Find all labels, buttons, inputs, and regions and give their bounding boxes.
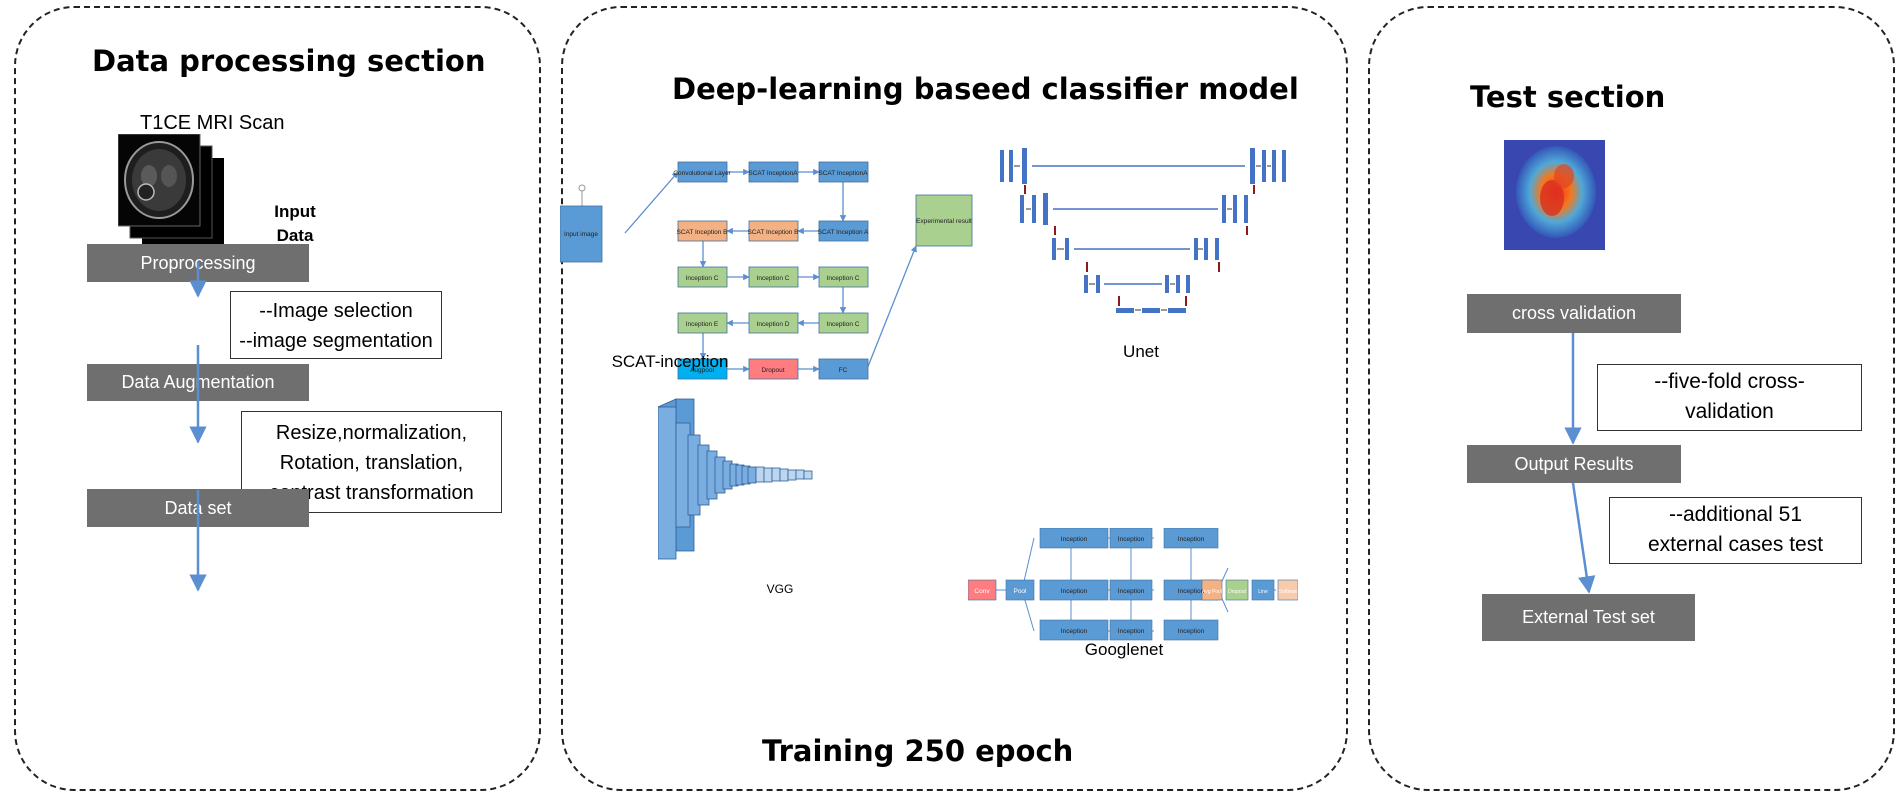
cross-validation-notes: --five-fold cross- validation (1597, 364, 1862, 431)
scat-block-14: Dropout (761, 367, 784, 374)
googlenet-diagram: Conv Pool Inception Inception Inception … (968, 528, 1298, 641)
googlenet-block-6: Inception (1061, 588, 1088, 595)
preprocessing-step: Proprocessing (87, 244, 309, 282)
googlenet-block-8: Inception (1178, 588, 1205, 595)
cross-validation-step: cross validation (1467, 294, 1681, 333)
scat-result-label: Experimental result (916, 218, 972, 225)
scat-input-label: Input image (564, 231, 598, 238)
scat-block-2: SCAT InceptionA (748, 170, 798, 177)
scat-block-6: SCAT Inception B (747, 229, 798, 236)
scat-block-11: Inception D (757, 321, 790, 328)
note-contrast-transformation: contrast transformation (269, 482, 474, 504)
googlenet-block-1: Conv (974, 588, 990, 595)
mri-scan-stack (117, 133, 228, 259)
data-processing-panel (14, 6, 541, 791)
googlenet-caption: Googlenet (1084, 640, 1164, 659)
note-five-fold: --five-fold cross- (1654, 370, 1805, 393)
unet-diagram (1000, 148, 1286, 313)
mri-scan-label: T1CE MRI Scan (140, 112, 285, 134)
scat-block-12: Inception E (686, 321, 719, 328)
note-additional-51: --additional 51 (1668, 503, 1803, 526)
googlenet-block-11: Inception (1178, 628, 1205, 635)
output-notes: --additional 51 external cases test (1609, 497, 1862, 564)
googlenet-block-4: Inception (1118, 536, 1145, 543)
googlenet-block-14: Line (1258, 589, 1268, 595)
scat-block-13: Augpool (690, 367, 714, 374)
googlenet-block-7: Inception (1118, 588, 1145, 595)
googlenet-block-15: Softmax (1279, 589, 1298, 595)
scat-block-5: SCAT Inception B (676, 229, 727, 236)
googlenet-block-12: Avg Pool (1202, 589, 1222, 595)
googlenet-block-2: Pool (1013, 588, 1027, 595)
scat-block-1: Convolutional Layer (673, 170, 731, 177)
data-processing-title: Data processing section (92, 44, 486, 78)
output-results-step: Output Results (1467, 445, 1681, 483)
scat-block-3: SCAT InceptionA (818, 170, 868, 177)
heatmap-image (1504, 140, 1605, 250)
scat-inception-caption: SCAT-inception (611, 352, 729, 371)
augmentation-notes: Resize,normalization, Rotation, translat… (241, 411, 502, 513)
training-epoch-label: Training 250 epoch (762, 734, 1074, 768)
scat-block-4: SCAT Inception A (818, 229, 869, 236)
dataset-step: Data set (87, 489, 309, 527)
googlenet-block-9: Inception (1061, 628, 1088, 635)
test-section-panel (1368, 6, 1895, 791)
googlenet-block-13: Dropout (1228, 589, 1246, 595)
scat-block-8: Inception C (757, 275, 790, 282)
googlenet-block-5: Inception (1178, 536, 1205, 543)
note-image-selection: --Image selection (259, 300, 413, 322)
classifier-model-panel (561, 6, 1348, 791)
note-external-cases: external cases test (1647, 533, 1824, 556)
input-data-label: Input Data (274, 202, 316, 245)
scat-block-9: Inception C (827, 275, 860, 282)
scat-block-7: Inception C (686, 275, 719, 282)
note-rotation-translation: Rotation, translation, (279, 452, 464, 474)
test-section-title: Test section (1470, 80, 1666, 114)
classifier-model-title: Deep-learning baseed classifier model (672, 72, 1299, 106)
googlenet-block-10: Inception (1118, 628, 1145, 635)
unet-caption: Unet (1123, 342, 1159, 361)
note-validation: validation (1685, 400, 1774, 423)
note-image-segmentation: --image segmentation (239, 330, 433, 352)
vgg-caption: VGG (766, 582, 794, 596)
note-resize-normalization: Resize,normalization, (275, 422, 468, 444)
vgg-diagram (658, 398, 813, 560)
scat-block-15: FC (839, 367, 848, 374)
scat-block-10: Inception C (827, 321, 860, 328)
googlenet-block-3: Inception (1061, 536, 1088, 543)
preprocessing-notes: --Image selection --image segmentation (230, 291, 442, 359)
scat-inception-diagram: Input image Convolutional Layer SCAT Inc… (560, 161, 973, 380)
augmentation-step: Data Augmentation (87, 364, 309, 401)
external-test-set-step: External Test set (1482, 594, 1695, 641)
